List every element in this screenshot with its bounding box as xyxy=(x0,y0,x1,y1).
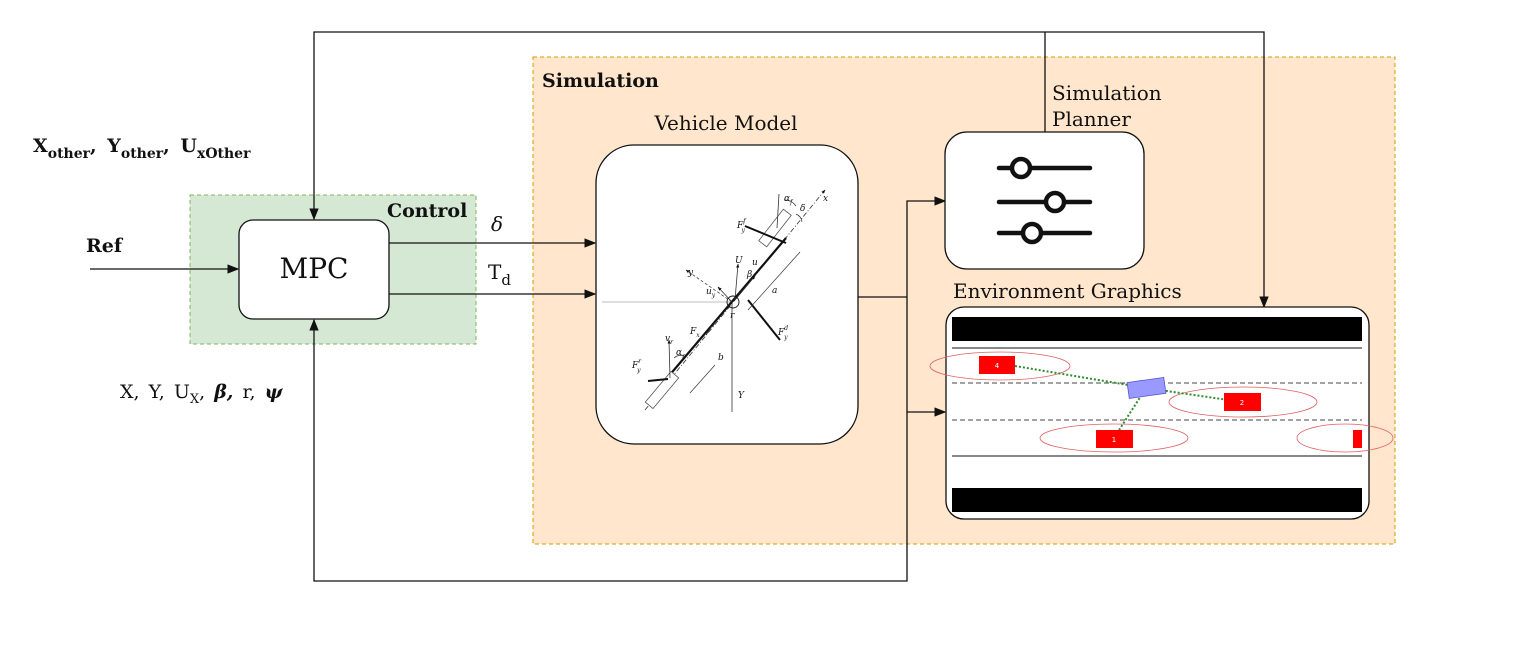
svg-text:Fdy: Fdy xyxy=(777,325,788,341)
road-scene: 4 2 1 xyxy=(929,317,1394,512)
vehicle-model-block[interactable] xyxy=(595,144,859,445)
svg-text:αf: αf xyxy=(784,194,794,206)
mpc-label: MPC xyxy=(280,252,349,285)
svg-text:Fx: Fx xyxy=(689,327,700,339)
arrow-to-planner xyxy=(906,196,947,297)
svg-text:y: y xyxy=(687,268,694,278)
svg-text:u: u xyxy=(752,258,758,268)
svg-text:2: 2 xyxy=(1240,399,1244,407)
svg-text:uy: uy xyxy=(706,287,716,299)
svg-text:Fry: Fry xyxy=(631,358,642,374)
svg-text:4: 4 xyxy=(995,362,1000,370)
svg-text:r: r xyxy=(730,311,735,321)
obstacle-car-2 xyxy=(1224,393,1261,411)
ref-label: Ref xyxy=(86,235,124,257)
svg-text:β: β xyxy=(746,270,752,280)
other-vehicles-label: Xother, Yother, UxOther xyxy=(33,135,251,162)
svg-text:Ffy: Ffy xyxy=(736,218,747,234)
svg-text:b: b xyxy=(718,353,724,363)
vehicle-model-title: Vehicle Model xyxy=(653,111,797,135)
svg-text:1: 1 xyxy=(1112,436,1116,444)
environment-graphics-title: Environment Graphics xyxy=(953,279,1182,303)
obstacle-car-4 xyxy=(979,356,1015,374)
simulation-title: Simulation xyxy=(542,70,659,92)
state-feedback-label: X, Y, UX, β, r, ψ xyxy=(120,381,284,407)
svg-text:vr: vr xyxy=(665,334,674,346)
environment-graphics-block[interactable] xyxy=(945,306,1370,520)
obstacle-car-1 xyxy=(1096,430,1133,448)
top-loop-to-mpc xyxy=(309,31,1045,221)
svg-text:x: x xyxy=(823,194,828,204)
svg-text:αr: αr xyxy=(676,348,686,360)
top-loop-to-graphics xyxy=(1045,31,1269,309)
sliders-icon xyxy=(996,156,1093,245)
delta-label: δ xyxy=(491,212,503,236)
ego-vehicle xyxy=(1126,376,1167,399)
td-label: Td xyxy=(488,260,511,289)
obstacle-car-edge xyxy=(1353,430,1362,448)
state-feedback-arrow xyxy=(309,318,908,582)
svg-text:U: U xyxy=(735,256,743,266)
control-title: Control xyxy=(387,200,467,222)
svg-text:Y: Y xyxy=(738,391,745,401)
svg-text:δ: δ xyxy=(800,204,805,214)
svg-text:a: a xyxy=(772,286,777,296)
